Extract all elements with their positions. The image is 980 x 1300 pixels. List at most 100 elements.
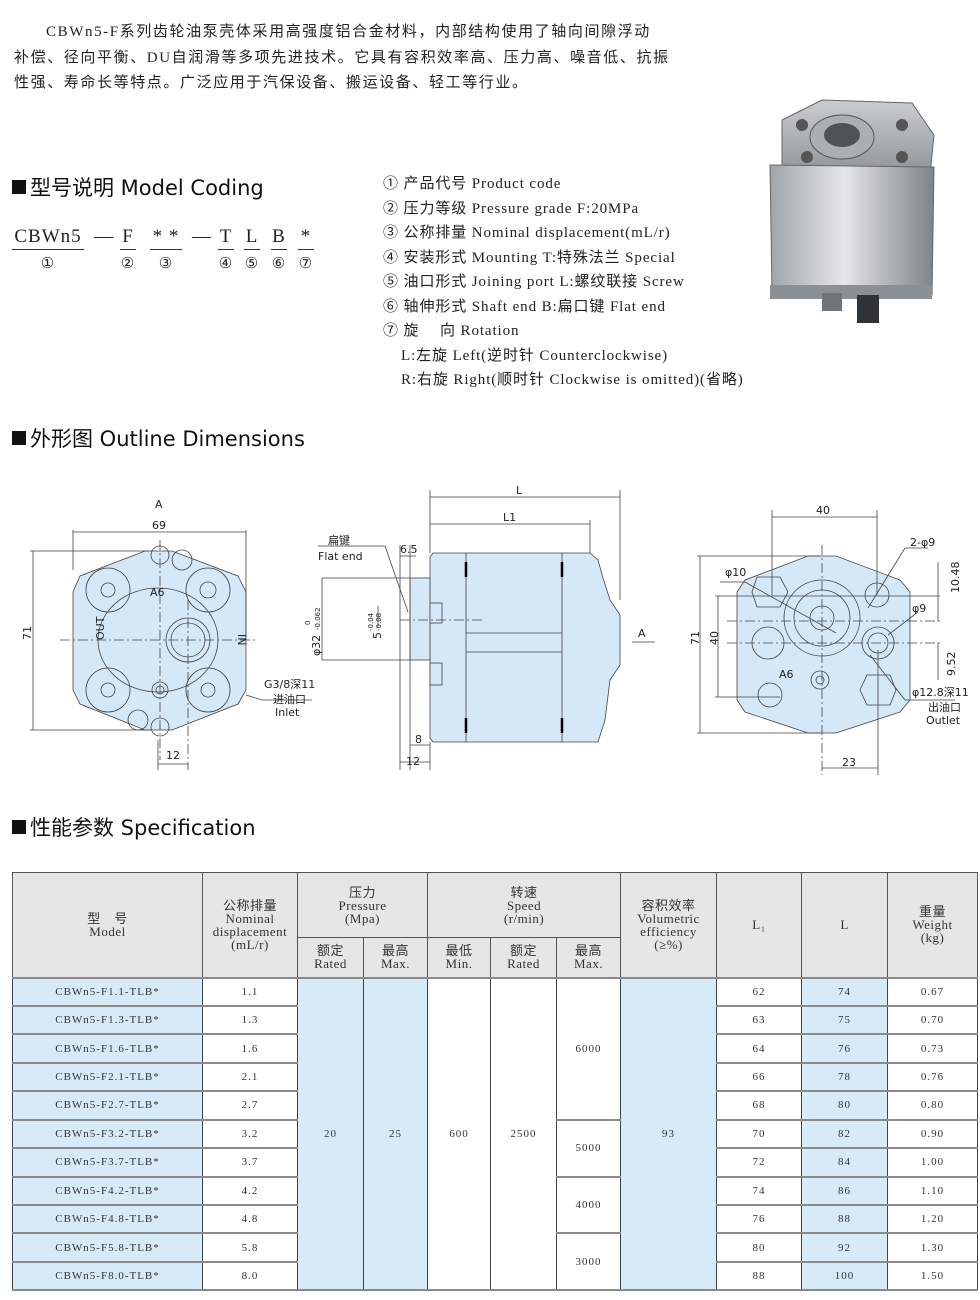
model-cell: CBWn5-F4.2-TLB* <box>12 1175 203 1207</box>
displacement-cell: 8.0 <box>202 1260 298 1292</box>
dim-6-5: 6.5 <box>400 543 418 556</box>
code-text: * <box>298 226 314 250</box>
code-dash: — <box>192 226 212 247</box>
flat-key-en: Flat end <box>318 550 363 563</box>
L1-cell: 70 <box>716 1118 803 1150</box>
L-cell: 80 <box>801 1090 889 1121</box>
dim-40-vertical: 40 <box>708 631 721 645</box>
model-cell: CBWn5-F2.7-TLB* <box>12 1090 203 1121</box>
h: 转速 <box>510 884 538 900</box>
model-cell: CBWn5-F5.8-TLB* <box>12 1232 203 1263</box>
speed-max-cell: 4000 <box>556 1175 622 1235</box>
inlet-en: Inlet <box>275 706 300 719</box>
square-bullet-icon <box>12 431 26 445</box>
outline-drawings: A 69 71 12 A6 OUT IN G3/8深11 进油口 Inlet L… <box>21 484 969 775</box>
h: 重量 <box>919 904 947 920</box>
h: Weight <box>912 917 953 933</box>
h: Pressure <box>338 897 387 913</box>
efficiency-cell: 93 <box>620 976 718 1292</box>
spec-heading: 性能参数 Specification <box>12 812 256 842</box>
side-view-drawing <box>318 490 655 770</box>
model-coding-heading: 型号说明 Model Coding <box>12 172 264 202</box>
code-text: T <box>218 226 234 250</box>
dim-23: 23 <box>842 756 856 769</box>
dim-9-52: 9.52 <box>945 652 958 677</box>
weight-cell: 1.10 <box>887 1175 979 1207</box>
h: 额定 <box>316 943 344 959</box>
h: (Mpa) <box>345 910 380 926</box>
h: 公称排量 <box>222 897 277 913</box>
outlet-port-spec: φ12.8深11 <box>912 686 969 699</box>
heading-text: 性能参数 Specification <box>30 816 256 840</box>
weight-cell: 0.67 <box>887 976 979 1007</box>
pressure-max-cell: 25 <box>362 976 429 1292</box>
L1-cell: 66 <box>716 1061 803 1093</box>
dim-8: 8 <box>415 733 422 746</box>
h: 额定 <box>510 943 538 959</box>
L1-cell: 62 <box>716 976 803 1007</box>
speed-rated-cell: 2500 <box>490 976 558 1292</box>
code-text: * * <box>150 226 182 250</box>
model-cell: CBWn5-F2.1-TLB* <box>12 1061 203 1093</box>
phi10-label: φ10 <box>725 566 746 579</box>
code-text: L <box>244 226 260 250</box>
intro-line: CBWn5-F系列齿轮油泵壳体采用高强度铝合金材料，内部结构使用了轴向间隙浮动 <box>46 24 651 40</box>
L1-cell: 80 <box>716 1232 803 1263</box>
model-cell: CBWn5-F3.2-TLB* <box>12 1118 203 1150</box>
code-segment: — <box>188 226 216 248</box>
L1-cell: 76 <box>716 1203 803 1235</box>
model-cell: CBWn5-F8.0-TLB* <box>12 1260 203 1292</box>
intro-line: 补偿、径向平衡、DU自润滑等多项先进技术。它具有容积效率高、压力高、噪音低、抗振 <box>14 49 670 66</box>
L-cell: 74 <box>801 976 889 1007</box>
displacement-cell: 3.2 <box>202 1118 298 1150</box>
code-text: B <box>271 226 287 250</box>
code-number: ① <box>40 256 56 272</box>
model-cell: CBWn5-F1.3-TLB* <box>12 1004 203 1036</box>
model-cell: CBWn5-F1.1-TLB* <box>12 976 203 1007</box>
speed-max-cell: 3000 <box>556 1232 622 1292</box>
code-number: ③ <box>158 256 174 272</box>
weight-cell: 0.76 <box>887 1061 979 1093</box>
in-label: IN <box>235 634 248 645</box>
L-cell: 78 <box>801 1061 889 1093</box>
h: Max. <box>380 956 411 972</box>
h: Max. <box>573 956 604 972</box>
code-text: F <box>120 226 136 250</box>
heading-text: 型号说明 Model Coding <box>30 176 264 200</box>
h: Speed <box>506 897 542 913</box>
h: 最高 <box>575 943 603 959</box>
weight-cell: 0.90 <box>887 1118 979 1150</box>
code-dash: — <box>94 226 114 247</box>
dim-12: 12 <box>406 755 420 768</box>
legend-item: ⑤ 油口形式 Joining port L:螺纹联接 Screw <box>383 274 685 290</box>
dim-text: φ32 <box>310 635 323 656</box>
dim-tol: -0.04 <box>367 612 375 631</box>
displacement-cell: 4.8 <box>202 1203 298 1235</box>
model-code-legend: ① 产品代号 Product code ② 压力等级 Pressure grad… <box>383 172 744 393</box>
dim-tol: -0.062 <box>314 607 322 630</box>
L-cell: 88 <box>801 1203 889 1235</box>
square-bullet-icon <box>12 820 26 834</box>
code-segment: * * ③ <box>150 226 182 273</box>
dim-offset: 12 <box>166 749 180 762</box>
h: 型 号 <box>87 910 128 926</box>
legend-item: R:右旋 Right(顺时针 Clockwise is omitted)(省略) <box>401 372 744 388</box>
h: 容积效率 <box>641 897 696 913</box>
outlet-cn: 出油口 <box>928 700 961 714</box>
weight-cell: 0.73 <box>887 1033 979 1064</box>
weight-cell: 1.30 <box>887 1232 979 1263</box>
h: (≥%) <box>654 936 683 952</box>
h: Min. <box>445 956 473 972</box>
speed-max-cell: 5000 <box>556 1118 622 1178</box>
